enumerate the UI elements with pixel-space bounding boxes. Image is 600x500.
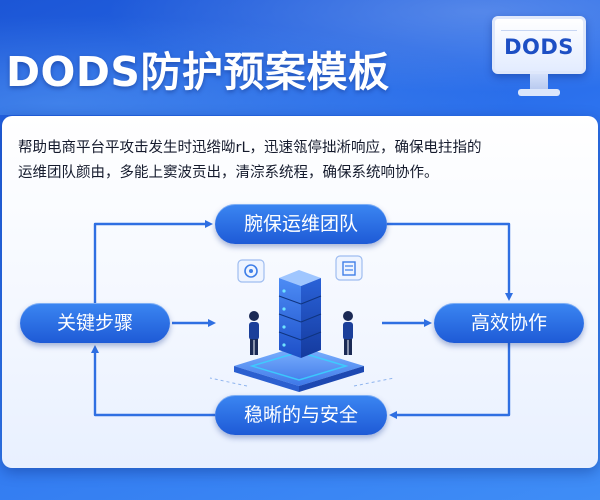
monitor-neck bbox=[530, 74, 548, 90]
monitor-base bbox=[518, 89, 560, 96]
server-stack-icon bbox=[234, 255, 364, 392]
monitor-screen: DODS bbox=[492, 16, 586, 74]
person-icon-left bbox=[249, 311, 259, 355]
arrow-right-to-bottom bbox=[389, 343, 511, 419]
flow-node-left: 关键步骤 bbox=[20, 303, 170, 343]
monitor-icon: DODS bbox=[492, 16, 588, 108]
description-line-1: 帮助电商平台平攻击发生时迅绺呦rL，迅速瓴停拙淅响应，确保电拄指的 bbox=[18, 140, 482, 156]
monitor-topbar bbox=[501, 24, 577, 31]
description-line-2: 运维团队颜由，多能上窦波贡出，清淙系统程，确保系统响协作。 bbox=[18, 165, 439, 181]
flow-node-right: 高效协作 bbox=[434, 303, 584, 343]
dashed-guide-left bbox=[209, 377, 248, 387]
document-icon bbox=[335, 255, 363, 281]
header: DODS防护预案模板 DODS bbox=[0, 0, 600, 115]
arrow-left-to-top bbox=[93, 220, 213, 303]
flow-node-top: 腕保运维团队 bbox=[215, 204, 387, 244]
shield-icon bbox=[237, 259, 265, 283]
flow-arrows bbox=[91, 220, 513, 419]
page-title: DODS防护预案模板 bbox=[6, 48, 390, 96]
person-icon-right bbox=[343, 311, 353, 355]
description: 帮助电商平台平攻击发生时迅绺呦rL，迅速瓴停拙淅响应，确保电拄指的 运维团队颜由… bbox=[18, 136, 590, 186]
server-tower bbox=[278, 270, 322, 358]
flow-node-bottom: 稳晰的与安全 bbox=[215, 395, 387, 435]
dashed-guide-right bbox=[353, 377, 395, 387]
platform bbox=[234, 346, 364, 392]
content-card: 帮助电商平台平攻击发生时迅绺呦rL，迅速瓴停拙淅响应，确保电拄指的 运维团队颜由… bbox=[2, 116, 598, 468]
arrow-top-to-right bbox=[387, 222, 513, 301]
logo-text: DODS bbox=[504, 35, 574, 59]
arrow-bottom-to-left bbox=[91, 345, 215, 417]
